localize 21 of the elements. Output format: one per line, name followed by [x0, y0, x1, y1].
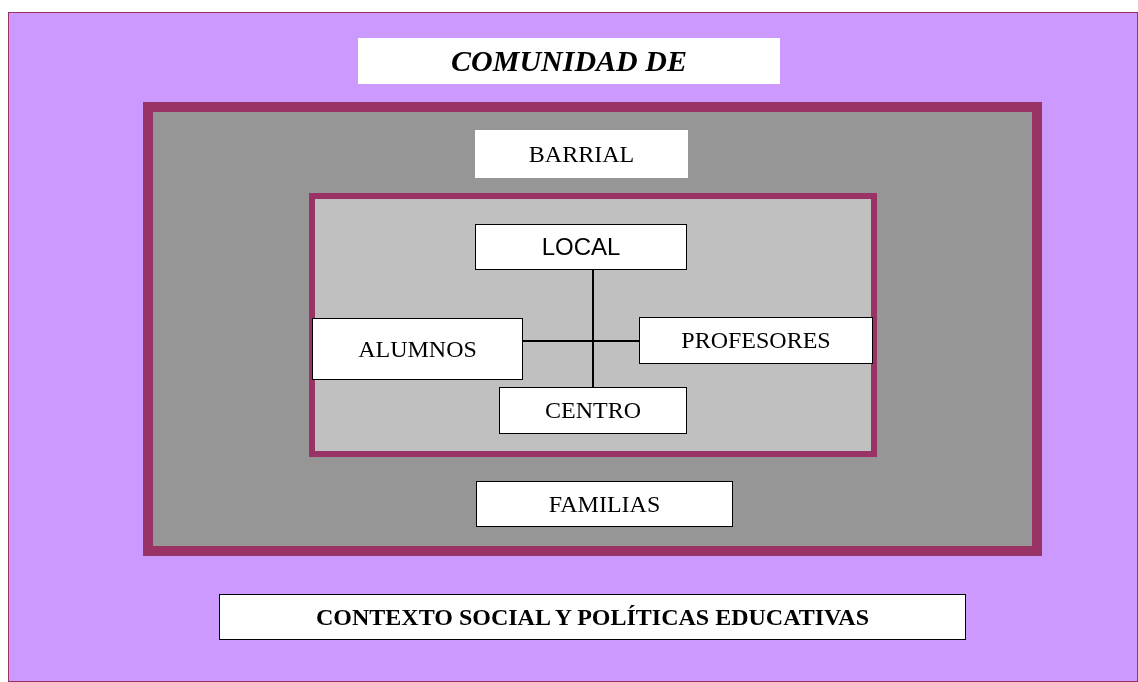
label-box	[475, 130, 688, 178]
box-label: FAMILIAS	[548, 490, 661, 518]
box-label: COMUNIDAD DE	[451, 44, 687, 78]
box-label: PROFESORES	[681, 327, 831, 354]
box-label: BARRIAL	[528, 140, 635, 168]
label-box	[639, 317, 873, 364]
connector-line	[522, 340, 640, 342]
label-box	[219, 594, 966, 640]
connector-line	[592, 269, 594, 388]
box-label: ALUMNOS	[358, 335, 477, 363]
box-label: CONTEXTO SOCIAL Y POLÍTICAS EDUCATIVAS	[316, 603, 869, 631]
frame-box	[309, 193, 877, 457]
box-label: CENTRO	[545, 397, 641, 424]
panel-background	[8, 12, 1138, 682]
label-box	[475, 224, 687, 270]
label-box	[499, 387, 687, 434]
label-box	[312, 318, 523, 380]
box-label: LOCAL	[541, 233, 621, 261]
label-box	[476, 481, 733, 527]
frame-box	[143, 102, 1042, 556]
title-box	[358, 38, 780, 84]
